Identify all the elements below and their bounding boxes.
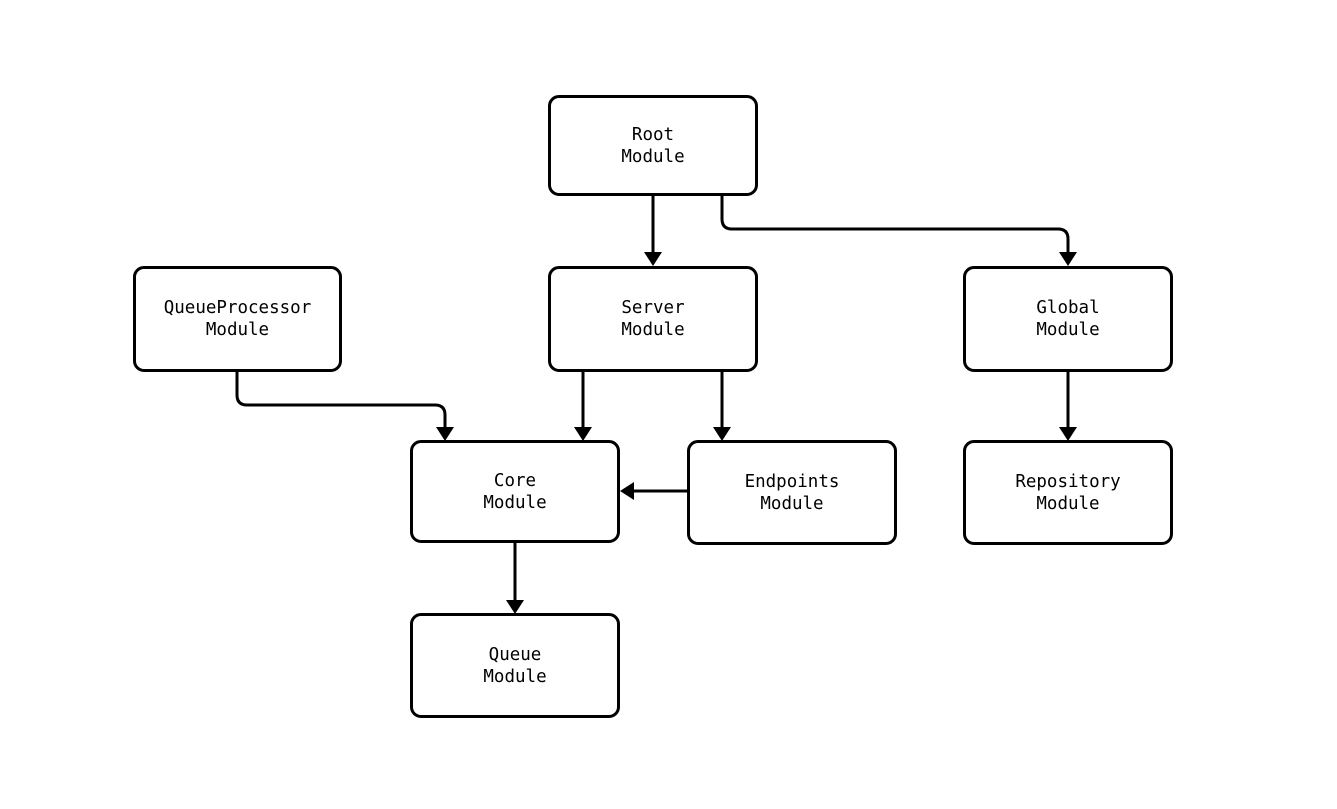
edge-root-global <box>720 196 1077 266</box>
node-core-module[interactable]: Core Module <box>410 440 620 543</box>
edge-core-queue <box>506 543 524 614</box>
node-repository-module-label: Repository Module <box>1015 471 1121 514</box>
node-queueprocessor-module-label: QueueProcessor Module <box>163 298 312 340</box>
edge-endpoints-core <box>620 482 687 500</box>
edge-queueprocessor-core <box>235 372 454 441</box>
node-endpoints-module-label: Endpoints Module <box>744 471 840 514</box>
node-global-module[interactable]: Global Module <box>963 266 1173 372</box>
edge-global-repository <box>1059 372 1077 441</box>
node-root-module-label: Root Module <box>621 124 685 167</box>
node-global-module-label: Global Module <box>1036 298 1100 340</box>
node-queue-module-label: Queue Module <box>483 644 547 687</box>
node-endpoints-module[interactable]: Endpoints Module <box>687 440 897 545</box>
node-queue-module[interactable]: Queue Module <box>410 613 620 718</box>
node-queueprocessor-module[interactable]: QueueProcessor Module <box>133 266 342 372</box>
edge-server-endpoints <box>713 372 731 441</box>
node-server-module[interactable]: Server Module <box>548 266 758 372</box>
edge-root-server <box>644 196 662 266</box>
node-repository-module[interactable]: Repository Module <box>963 440 1173 545</box>
node-server-module-label: Server Module <box>621 298 685 340</box>
edge-server-core <box>574 372 592 441</box>
node-core-module-label: Core Module <box>483 470 547 513</box>
node-root-module[interactable]: Root Module <box>548 95 758 196</box>
